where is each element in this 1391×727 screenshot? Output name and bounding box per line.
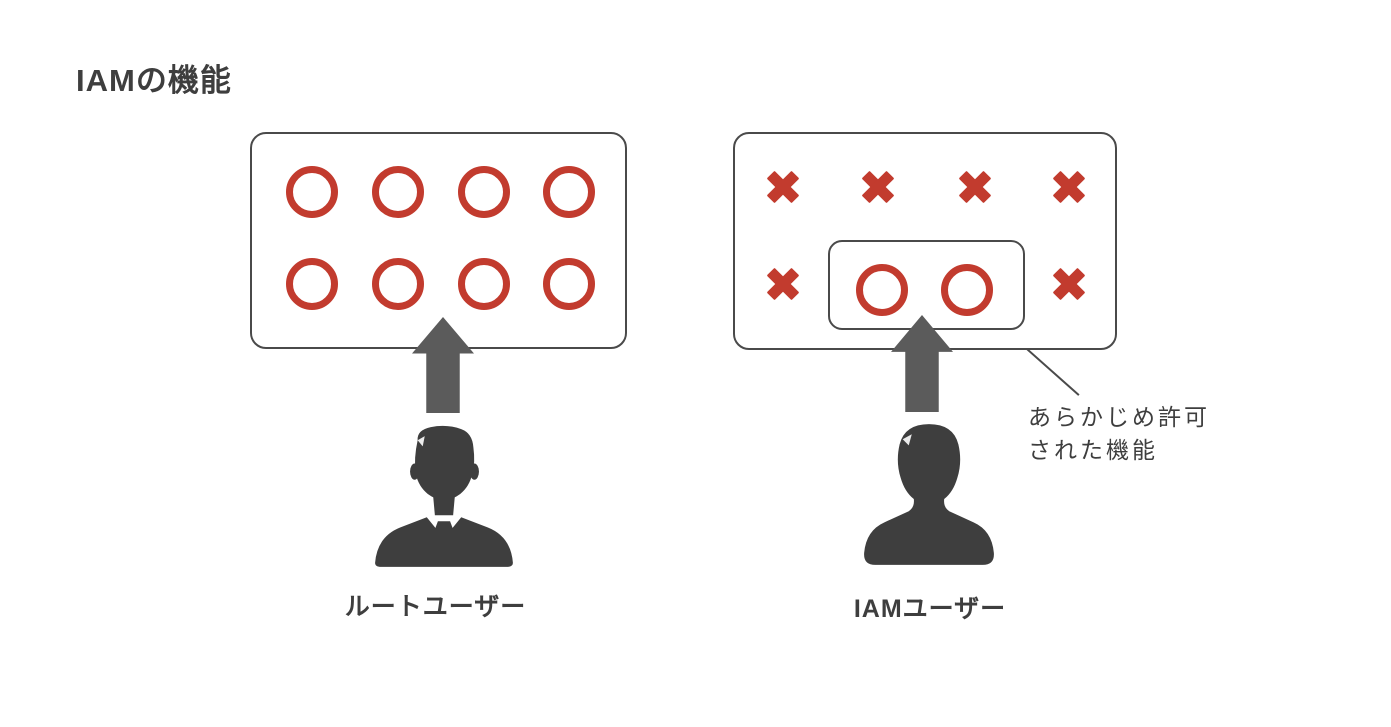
iam-user-label: IAMユーザー: [853, 595, 1007, 623]
denied-cross-icon: [862, 171, 894, 203]
denied-cross-icon: [767, 171, 799, 203]
pre-approved-functions-box: [828, 240, 1025, 330]
allowed-circle-icon: [372, 258, 424, 310]
annotation-line-1: あらかじめ許可: [1028, 404, 1210, 430]
allowed-circle-icon: [543, 258, 595, 310]
root-user-label: ルートユーザー: [344, 593, 527, 621]
iam-user-silhouette-icon: [864, 424, 994, 565]
allowed-circle-icon: [286, 258, 338, 310]
allowed-circle-icon: [286, 166, 338, 218]
pre-approved-annotation: あらかじめ許可 された機能: [1028, 401, 1210, 467]
diagram-title: IAMの機能: [76, 63, 232, 98]
root-user-permissions-box: [250, 132, 627, 349]
root-user-silhouette-icon: [375, 425, 513, 567]
allowed-circle-icon: [458, 258, 510, 310]
annotation-line-2: された機能: [1028, 437, 1158, 463]
allowed-circle-icon: [941, 264, 993, 316]
allowed-circle-icon: [372, 166, 424, 218]
denied-cross-icon: [1053, 268, 1085, 300]
iam-user-permissions-box: [733, 132, 1117, 350]
denied-cross-icon: [1053, 171, 1085, 203]
allowed-circle-icon: [543, 166, 595, 218]
denied-cross-icon: [767, 268, 799, 300]
allowed-circle-icon: [458, 166, 510, 218]
denied-cross-icon: [959, 171, 991, 203]
allowed-circle-icon: [856, 264, 908, 316]
